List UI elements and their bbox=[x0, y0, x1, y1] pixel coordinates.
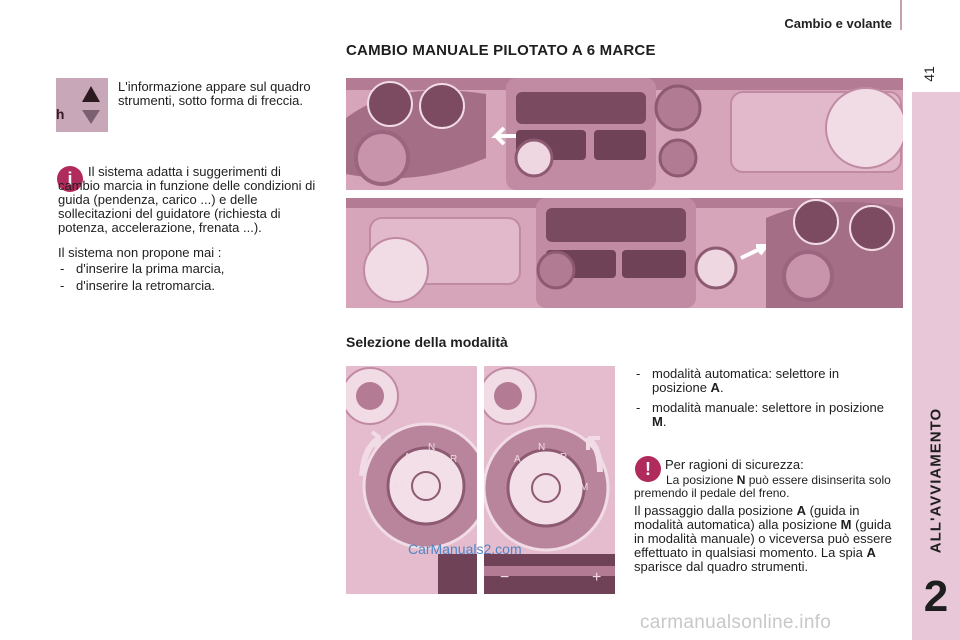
never-item: d'inserire la prima marcia, bbox=[58, 262, 326, 277]
selector-photo-left: M A N R bbox=[346, 366, 477, 594]
header-rule bbox=[900, 0, 902, 30]
gauge-indicator-image: /h bbox=[56, 78, 108, 132]
speed-unit-label: /h bbox=[56, 106, 65, 122]
warning-text: La posizione N può essere disinserita so… bbox=[634, 473, 891, 500]
selector-right-letter: R bbox=[560, 452, 567, 463]
selector-left-letter: R bbox=[450, 454, 457, 465]
page-number: 41 bbox=[920, 66, 937, 82]
never-item: d'inserire la retromarcia. bbox=[58, 279, 326, 294]
info-paragraph: Il sistema adatta i suggerimenti di camb… bbox=[58, 164, 316, 235]
never-list: d'inserire la prima marcia, d'inserire l… bbox=[58, 262, 326, 296]
chapter-number: 2 bbox=[923, 572, 949, 621]
dashboard-lhd-drawing bbox=[346, 78, 903, 190]
modes-list: modalità automatica: selettore in posizi… bbox=[634, 367, 894, 432]
running-head: Cambio e volante bbox=[784, 16, 892, 31]
mode-item: modalità manuale: selettore in posizione… bbox=[634, 401, 894, 429]
footer-watermark: carmanualsonline.info bbox=[640, 612, 832, 633]
selector-left-letter: A bbox=[404, 452, 411, 463]
section-title: Selezione della modalità bbox=[346, 334, 508, 350]
intro-text: L'informazione appare sul quadro strumen… bbox=[118, 79, 311, 108]
chapter-tab-label: ALL'AVVIAMENTO bbox=[927, 407, 945, 554]
warning-icon: ! bbox=[635, 456, 661, 482]
never-intro: Il sistema non propone mai : bbox=[58, 245, 222, 260]
selector-right-letter: M bbox=[580, 482, 588, 493]
downshift-arrow-icon bbox=[82, 110, 100, 124]
info-icon: i bbox=[57, 166, 83, 192]
upshift-arrow-icon bbox=[82, 86, 100, 102]
selector-right-drawing: A N R M − + bbox=[484, 367, 615, 594]
selector-left-letter: N bbox=[428, 442, 435, 453]
dashboard-rhd-drawing bbox=[346, 198, 903, 308]
mode-item: modalità automatica: selettore in posizi… bbox=[634, 367, 894, 395]
chapter-tab: ALL'AVVIAMENTO 2 bbox=[912, 92, 960, 640]
photo-watermark: CarManuals2.com bbox=[408, 541, 522, 557]
dashboard-photo-rhd bbox=[346, 198, 903, 308]
transition-paragraph: Il passaggio dalla posizione A (guida in… bbox=[634, 503, 892, 574]
selector-photo-right: A N R M − + bbox=[484, 366, 615, 594]
page-title: CAMBIO MANUALE PILOTATO A 6 MARCE bbox=[346, 42, 656, 59]
plus-sign: + bbox=[592, 569, 601, 586]
selector-right-letter: A bbox=[514, 454, 521, 465]
minus-sign: − bbox=[500, 569, 509, 586]
selector-left-drawing: M A N R bbox=[346, 367, 477, 594]
dashboard-photo-lhd bbox=[346, 78, 903, 190]
warning-title: Per ragioni di sicurezza: bbox=[665, 457, 804, 472]
selector-right-letter: N bbox=[538, 442, 545, 453]
selector-left-letter: M bbox=[394, 482, 402, 493]
